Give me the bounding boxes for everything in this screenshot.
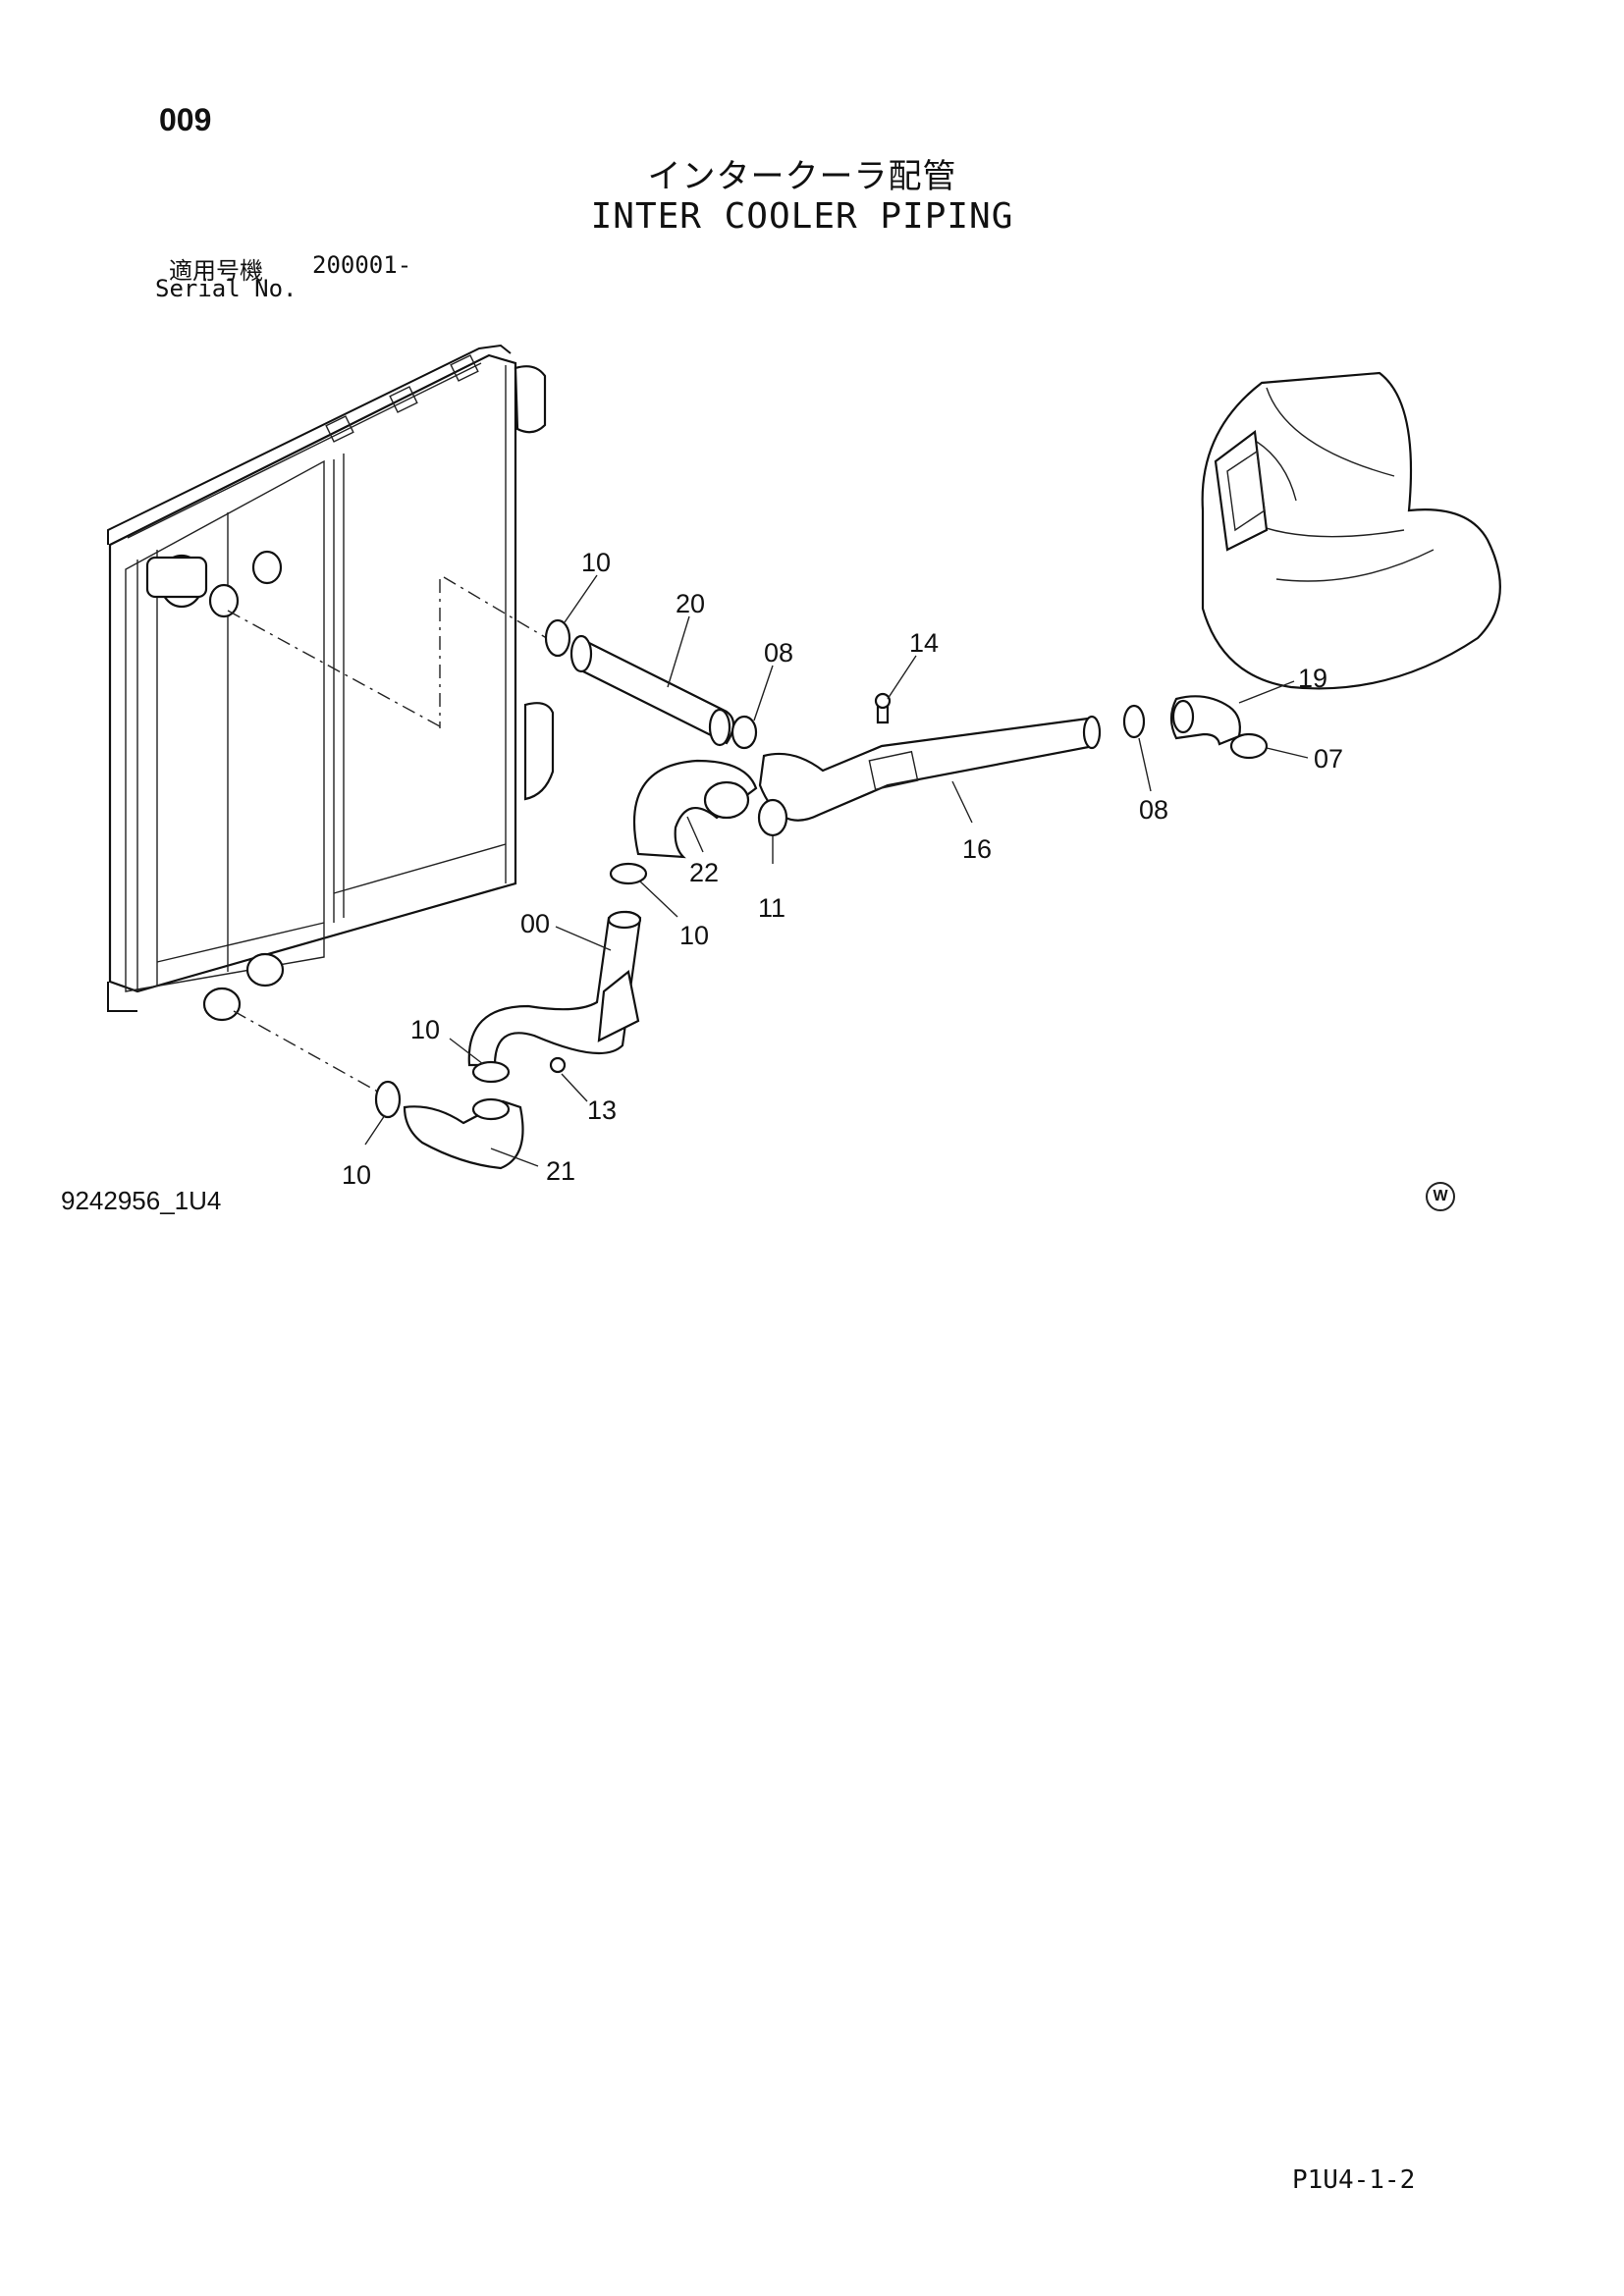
page-number: 009 [159, 102, 212, 137]
callout-label: 13 [587, 1095, 617, 1125]
clamp-part-08-left [731, 715, 758, 750]
drawing-number: 9242956_1U4 [61, 1186, 222, 1215]
callout-label: 00 [520, 909, 550, 938]
clamp-part-10-middle [609, 862, 648, 885]
clamp-part-10-lower [471, 1060, 511, 1084]
callout-label: 16 [962, 834, 992, 864]
clamp-part-08-right [1122, 704, 1146, 739]
callout-labels: 10 20 08 14 19 07 08 16 22 11 00 10 10 1… [342, 548, 1343, 1190]
callout-label: 07 [1314, 744, 1343, 774]
bolt-part-13 [549, 1056, 567, 1074]
callout-label: 08 [1139, 795, 1168, 825]
pipe-part-16 [758, 717, 1096, 822]
callout-label: 22 [689, 858, 719, 887]
callout-label: 10 [410, 1015, 440, 1044]
clamp-part-11 [757, 798, 788, 837]
radiator-core-drawing [107, 344, 555, 1022]
callout-label: 10 [581, 548, 611, 577]
callout-label: 21 [546, 1156, 575, 1186]
clamp-part-10-upper [544, 618, 571, 658]
clamp-part-07 [1229, 732, 1269, 760]
callout-label: 10 [342, 1160, 371, 1190]
callout-label: 19 [1298, 664, 1327, 693]
watermark-w-icon: W [1426, 1182, 1455, 1211]
machine-location-view [1201, 371, 1501, 690]
serial-label: Serial No. [155, 275, 298, 302]
callout-label: 11 [758, 893, 785, 923]
callout-label: 14 [909, 628, 939, 658]
callout-label: 10 [679, 921, 709, 950]
page-reference: P1U4-1-2 [1292, 2165, 1416, 2195]
page-title-japanese: インタークーラ配管 [647, 157, 957, 196]
clamp-part-10-bottom [374, 1080, 402, 1119]
callout-label: 20 [676, 589, 705, 618]
serial-label-japanese: 適用号機 [169, 257, 263, 285]
serial-number-value: 200001- [312, 251, 412, 279]
callout-label: 08 [764, 638, 793, 667]
page-title: INTER COOLER PIPING [590, 196, 1014, 237]
